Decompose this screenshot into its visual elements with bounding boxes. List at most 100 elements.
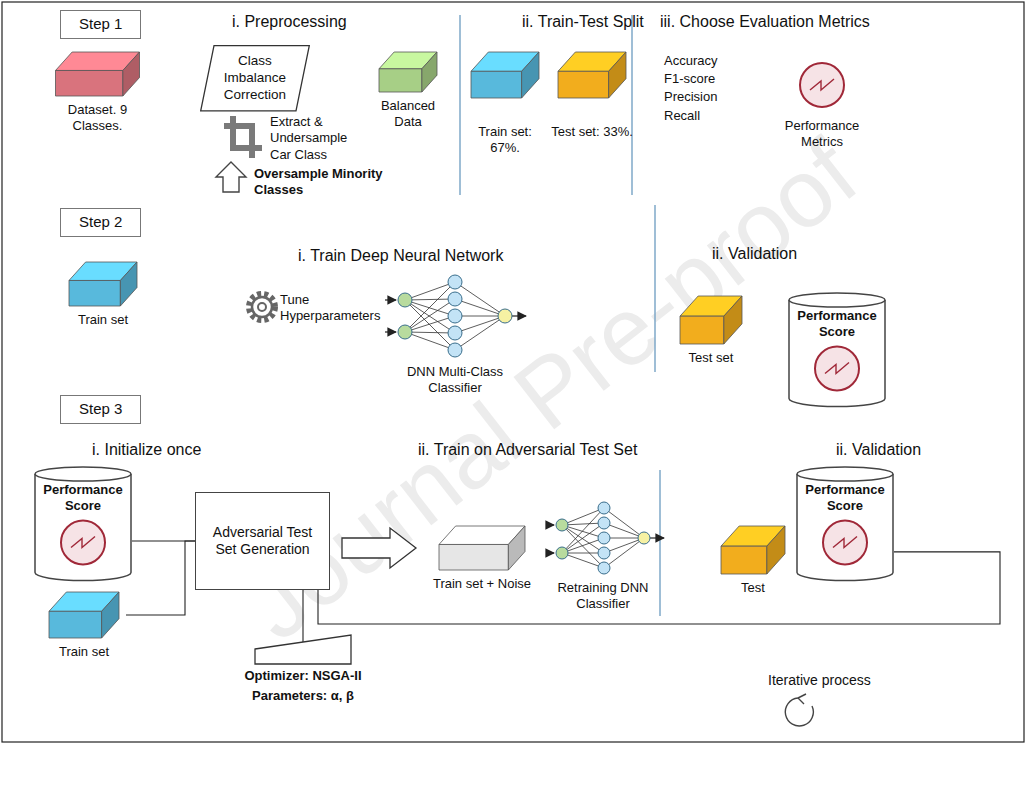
node-text: Test set: 33%. xyxy=(550,124,634,140)
net-link xyxy=(562,508,604,553)
step-box: Step 1 xyxy=(60,10,141,39)
output-arrow xyxy=(650,537,664,538)
node-text: Balanced Data xyxy=(368,98,448,131)
block-side xyxy=(609,52,626,98)
block-side xyxy=(767,526,785,574)
data-block: Test set: 33%. xyxy=(550,52,634,140)
block-front xyxy=(56,70,123,96)
label: ii. Validation xyxy=(712,244,797,264)
node-text: Dataset. 9 Classes. xyxy=(50,102,145,135)
net-link xyxy=(562,553,604,568)
neuron xyxy=(556,519,568,531)
neuron xyxy=(448,326,462,340)
output-arrow xyxy=(512,315,526,316)
process-box: Adversarial Test Set Generation xyxy=(195,492,330,590)
node-text: Step 1 xyxy=(79,15,122,34)
label: Accuracy F1-score Precision Recall xyxy=(664,52,728,125)
neuron xyxy=(638,532,650,544)
block-side xyxy=(120,262,137,306)
slab-shape xyxy=(550,52,634,98)
node-text: Performance Score xyxy=(42,482,124,515)
slab-shape xyxy=(42,592,126,638)
slab-shape xyxy=(672,296,750,344)
divider xyxy=(659,470,661,616)
score-cylinder: Performance Score xyxy=(788,292,886,407)
data-block: Train set xyxy=(42,592,126,660)
cylinder-top xyxy=(797,467,893,481)
block-side xyxy=(102,592,119,638)
step-box: Step 3 xyxy=(60,395,141,424)
neuron xyxy=(448,343,462,357)
block-front xyxy=(721,546,767,574)
node-text: Step 2 xyxy=(79,213,122,232)
net-link xyxy=(405,316,455,332)
net-link xyxy=(405,332,455,350)
data-block: Train set: 67%. xyxy=(463,52,547,157)
node-text: Train set: 67%. xyxy=(463,124,547,157)
neuron xyxy=(448,275,462,289)
neuron xyxy=(398,293,412,307)
data-block: Dataset. 9 Classes. xyxy=(50,52,145,135)
label: i. Initialize once xyxy=(92,440,201,460)
frame xyxy=(2,2,1024,742)
node-text: Train set + Noise xyxy=(420,576,544,592)
slab-shape xyxy=(62,262,144,306)
net-link xyxy=(455,299,505,316)
gear-hole xyxy=(258,303,266,311)
node-text: Performance Score xyxy=(804,482,886,515)
crop-icon xyxy=(224,116,262,158)
block-side xyxy=(123,52,140,96)
net-link xyxy=(405,299,455,300)
neuron xyxy=(448,309,462,323)
circ-shape xyxy=(770,58,874,112)
block-front xyxy=(69,280,120,306)
block-side xyxy=(724,296,742,344)
slab-shape xyxy=(463,52,547,98)
neuron xyxy=(398,325,412,339)
metric-node: Performance Metrics xyxy=(770,58,874,151)
gauge-circle xyxy=(815,347,859,391)
label: ii. Validation xyxy=(836,440,921,460)
crop-stroke xyxy=(224,126,252,158)
cylinder-body xyxy=(35,474,131,581)
label: Extract & Undersample Car Class xyxy=(270,114,350,163)
gauge-line xyxy=(833,537,857,548)
gauge-circle xyxy=(823,521,867,565)
block-side xyxy=(508,526,525,570)
step-box: Step 2 xyxy=(60,208,141,237)
data-block: Train set xyxy=(62,262,144,328)
block-side xyxy=(422,52,437,92)
node-text: Test xyxy=(716,580,790,596)
block-front xyxy=(49,611,102,638)
node-text: Train set xyxy=(62,312,144,328)
node-text: Optimizer: NSGA-II xyxy=(238,668,368,684)
block-front xyxy=(439,544,508,570)
slab-shape xyxy=(420,526,544,570)
neuron xyxy=(598,502,610,514)
neuron xyxy=(448,292,462,306)
node-text: Parameters: α, β xyxy=(238,688,368,704)
trap-shape xyxy=(238,634,368,664)
label: Retraining DNN Classifier xyxy=(553,580,653,613)
loop-arc xyxy=(785,698,813,726)
input-arrow xyxy=(547,552,554,553)
gauge-line xyxy=(810,79,834,90)
label: Iterative process xyxy=(768,672,871,690)
score-cylinder: Performance Score xyxy=(34,466,132,581)
gear-teeth xyxy=(249,294,275,320)
slab-shape xyxy=(716,526,790,574)
neuron xyxy=(498,309,512,323)
neural-network xyxy=(547,502,664,574)
label: ii. Train-Test Split xyxy=(522,12,644,32)
net-link xyxy=(405,282,455,300)
node-text: Performance Score xyxy=(796,308,878,341)
neuron xyxy=(556,547,568,559)
parallelogram xyxy=(201,46,310,111)
slab-shape xyxy=(50,52,145,96)
gear-icon xyxy=(249,294,275,320)
data-block: Test set xyxy=(672,296,750,366)
optimizer-trapezoid: Optimizer: NSGA-II Parameters: α, β xyxy=(238,634,368,705)
data-block: Balanced Data xyxy=(368,52,448,131)
label: i. Preprocessing xyxy=(232,12,347,32)
